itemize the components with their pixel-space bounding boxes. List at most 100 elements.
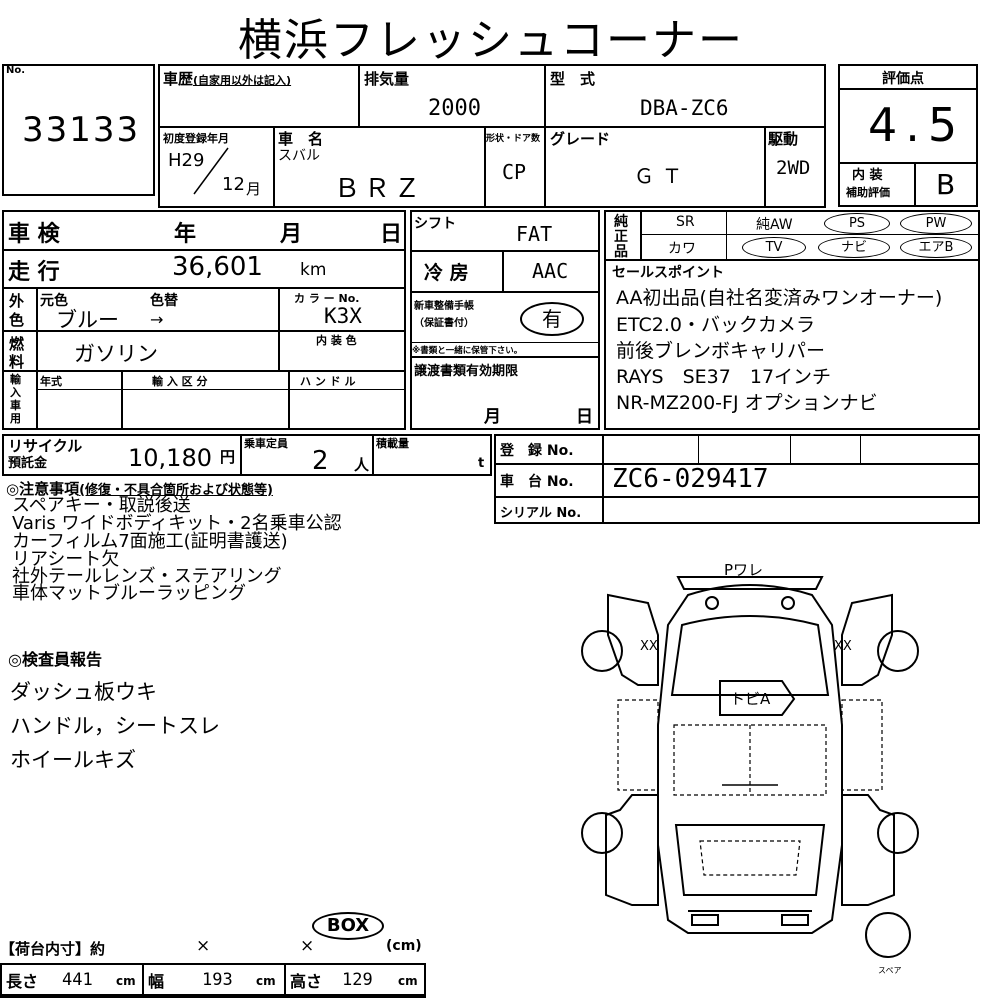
- displacement-label: 排気量: [364, 70, 410, 88]
- sales-line-2: ETC2.0・バックカメラ: [616, 314, 815, 336]
- drive-value: 2WD: [776, 157, 811, 179]
- cargo-x2: ×: [300, 936, 315, 956]
- capacity-unit: 人: [354, 456, 370, 474]
- inspector-line-1: ダッシュ板ウキ: [10, 680, 157, 704]
- first-reg-year: H29: [168, 150, 205, 171]
- warranty-label-1: 新車整備手帳: [414, 301, 474, 312]
- car-diagram: Pワレ XX XX トビA スペア: [581, 561, 919, 975]
- sales-line-4: RAYS SE37 17インチ: [616, 366, 832, 388]
- shift-value: FAT: [516, 222, 553, 246]
- color-arrow: →: [150, 310, 164, 329]
- height-cm: cm: [398, 974, 418, 988]
- diagram-top-note: Pワレ: [724, 561, 763, 579]
- equipment-tv: TV: [742, 237, 806, 258]
- ac-value: AAC: [532, 259, 569, 283]
- caution-label: ◎注意事項(修復・不具合箇所および状態等): [6, 480, 273, 498]
- lot-number-value: 33133: [22, 110, 141, 150]
- diagram-spare-label: スペア: [878, 966, 901, 975]
- caution-line-1: スペアキー・取説後送: [12, 495, 191, 516]
- import-side: 輸入車用: [10, 373, 21, 425]
- import-handle-label: ハ ン ド ル: [300, 375, 356, 388]
- capacity-label: 乗車定員: [244, 437, 288, 450]
- registration-grid: [494, 434, 980, 524]
- docs-label: 譲渡書類有効期限: [414, 364, 519, 379]
- length-cm: cm: [116, 974, 136, 988]
- recycle-label-2: 預託金: [8, 456, 48, 471]
- width-label: 幅: [148, 972, 165, 991]
- height-label: 高さ: [290, 972, 323, 991]
- mileage-value: 36,601: [172, 252, 263, 282]
- interior-value: B: [936, 168, 956, 201]
- equipment-pw: PW: [900, 213, 972, 234]
- warranty-label-2: （保証書付）: [414, 318, 474, 329]
- fuel-side-1: 燃: [9, 335, 25, 353]
- recycle-value: 10,180: [128, 444, 212, 472]
- cargo-x1: ×: [196, 936, 211, 956]
- recycle-row: [2, 434, 492, 476]
- shift-ac-grid: [410, 210, 600, 430]
- length-value: 441: [62, 970, 93, 990]
- drive-label: 駆動: [768, 130, 799, 148]
- width-cm: cm: [256, 974, 276, 988]
- sales-line-1: AA初出品(自社名変済みワンオーナー): [616, 287, 943, 309]
- cargo-unit: (cm): [386, 938, 422, 954]
- interior-label-2: 補助評価: [846, 186, 890, 199]
- load-label: 積載量: [376, 437, 409, 450]
- caution-line-2: Varis ワイドボディキット・2名乗車公認: [12, 513, 342, 534]
- width-value: 193: [202, 970, 233, 990]
- chassis-label: 車 台 No.: [500, 474, 574, 490]
- diagram-center-note: トビA: [730, 690, 771, 708]
- inspection-month: 月: [280, 222, 303, 247]
- car-name-value: ＢＲＺ: [334, 174, 425, 204]
- equipment-aw: 純AW: [756, 217, 793, 233]
- chassis-value: ZC6-029417: [612, 464, 769, 494]
- caution-line-5: 社外テールレンズ・ステアリング: [12, 566, 282, 587]
- first-reg-month: 12: [222, 174, 245, 195]
- inspector-line-3: ホイールキズ: [10, 748, 136, 772]
- docs-month: 月: [484, 407, 501, 427]
- slash-mark: [193, 147, 229, 195]
- fuel-value: ガソリン: [74, 342, 158, 366]
- color-change-label: 色替: [150, 293, 178, 309]
- equipment-sr: SR: [676, 214, 695, 230]
- box-badge: BOX: [312, 912, 384, 940]
- equipment-leather: カワ: [668, 241, 696, 257]
- caution-line-3: カーフィルム7面施工(証明書護送): [12, 531, 288, 552]
- color-side-2: 色: [9, 311, 25, 329]
- import-class-label: 輸 入 区 分: [152, 375, 208, 388]
- mileage-unit: km: [300, 260, 327, 280]
- color-side-1: 外: [9, 292, 25, 310]
- import-year-label: 年式: [40, 375, 62, 388]
- body-type-value: CP: [502, 160, 527, 184]
- cargo-dims-row: [0, 963, 426, 996]
- recycle-unit: 円: [220, 448, 236, 466]
- history-label: 車歴(自家用以外は記入): [163, 70, 292, 88]
- height-value: 129: [342, 970, 373, 990]
- spec-grid: [2, 210, 406, 430]
- ac-label: 冷 房: [424, 262, 469, 284]
- equipment-ps: PS: [824, 213, 890, 234]
- model-value: DBA-ZC6: [640, 96, 729, 120]
- sales-line-3: 前後ブレンボキャリパー: [616, 340, 826, 362]
- color-orig-label: 元色: [40, 293, 68, 309]
- vehicle-info-box: [158, 64, 826, 208]
- inspection-year: 年: [174, 222, 197, 247]
- capacity-value: 2: [312, 446, 329, 476]
- color-code-label: カ ラ ー No.: [294, 292, 360, 305]
- page-title: 横浜フレッシュコーナー: [238, 15, 744, 66]
- sales-line-5: NR-MZ200-FJ オプションナビ: [616, 392, 878, 414]
- inspector-label: ◎検査員報告: [8, 650, 102, 669]
- interior-color-label: 内 装 色: [316, 334, 357, 347]
- diagram-right-note: XX: [834, 639, 852, 654]
- first-reg-month-unit: 月: [246, 180, 262, 198]
- warranty-note: ※書類と一緒に保管下さい。: [412, 346, 523, 356]
- diagram-left-note: XX: [640, 639, 658, 654]
- inspector-line-2: ハンドル，シートスレ: [10, 714, 220, 738]
- inspection-label: 車 検: [8, 222, 60, 247]
- first-reg-label: 初度登録年月: [163, 132, 229, 145]
- body-type-label: 形状・ドア数: [486, 134, 541, 144]
- equipment-side-3: 品: [614, 244, 628, 260]
- mileage-label: 走 行: [8, 260, 60, 285]
- caution-line-6: 車体マットブルーラッピング: [12, 583, 246, 604]
- equipment-sales-box: [604, 210, 980, 430]
